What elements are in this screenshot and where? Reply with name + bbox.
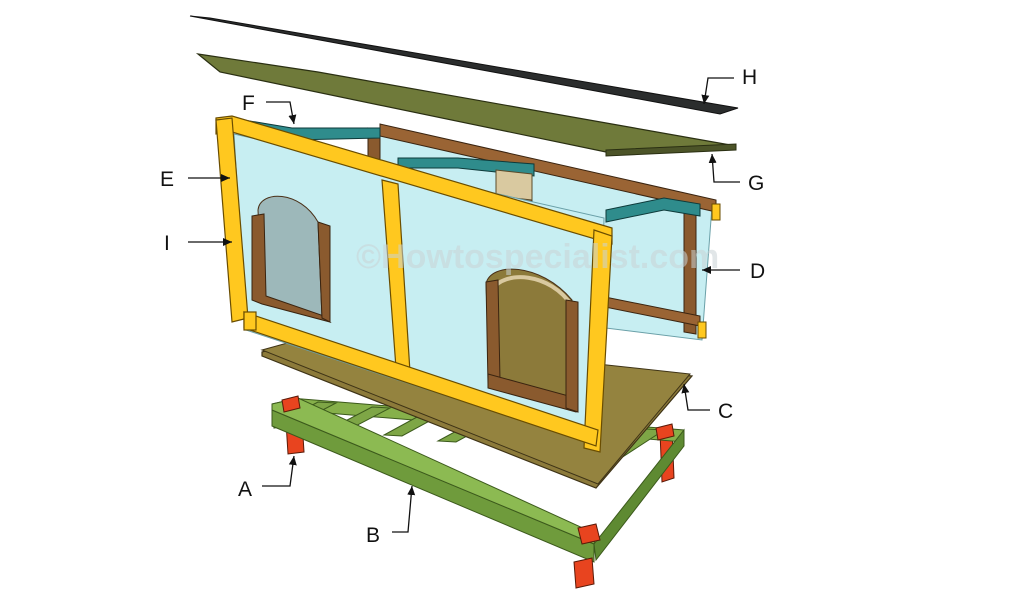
label-f: F [242, 92, 255, 115]
leader-h [701, 77, 734, 105]
rafter-3 [605, 197, 701, 223]
label-d: D [750, 260, 765, 283]
part-labels: A B C D E F G H I [160, 66, 765, 547]
watermark: ©Howtospecialist.com [356, 238, 719, 276]
leg-top-front-left [281, 395, 301, 413]
front-frame [215, 115, 613, 453]
front-frame-tab [243, 311, 257, 331]
roof-felt [189, 15, 739, 115]
leader-c [681, 383, 710, 411]
leader-b [392, 485, 416, 533]
label-c: C [718, 400, 733, 423]
label-i: I [164, 232, 170, 255]
label-h: H [742, 66, 757, 89]
door-frame-right-bottom [487, 373, 577, 413]
label-g: G [748, 172, 764, 195]
roof-panel-edge [605, 143, 737, 157]
leader-a [262, 455, 297, 487]
back-frame-tab-top [711, 203, 721, 221]
back-frame-tab-bottom [697, 321, 707, 339]
label-e: E [160, 168, 174, 191]
base-rail-right [593, 428, 685, 562]
leg-top-back-right [655, 423, 675, 441]
front-wall [215, 115, 613, 453]
front-frame-right [583, 229, 613, 453]
leg-top-front-right [577, 523, 601, 545]
label-b: B [366, 524, 380, 547]
label-a: A [238, 478, 252, 501]
leg-front-right [573, 557, 595, 589]
rafter-side [495, 169, 533, 201]
door-frame-right-left [485, 279, 501, 385]
door-frame-left-right [317, 221, 331, 323]
leader-f [266, 101, 297, 125]
door-frame-right-right [565, 299, 579, 413]
leader-g [708, 153, 740, 183]
leader-lines [188, 77, 740, 533]
